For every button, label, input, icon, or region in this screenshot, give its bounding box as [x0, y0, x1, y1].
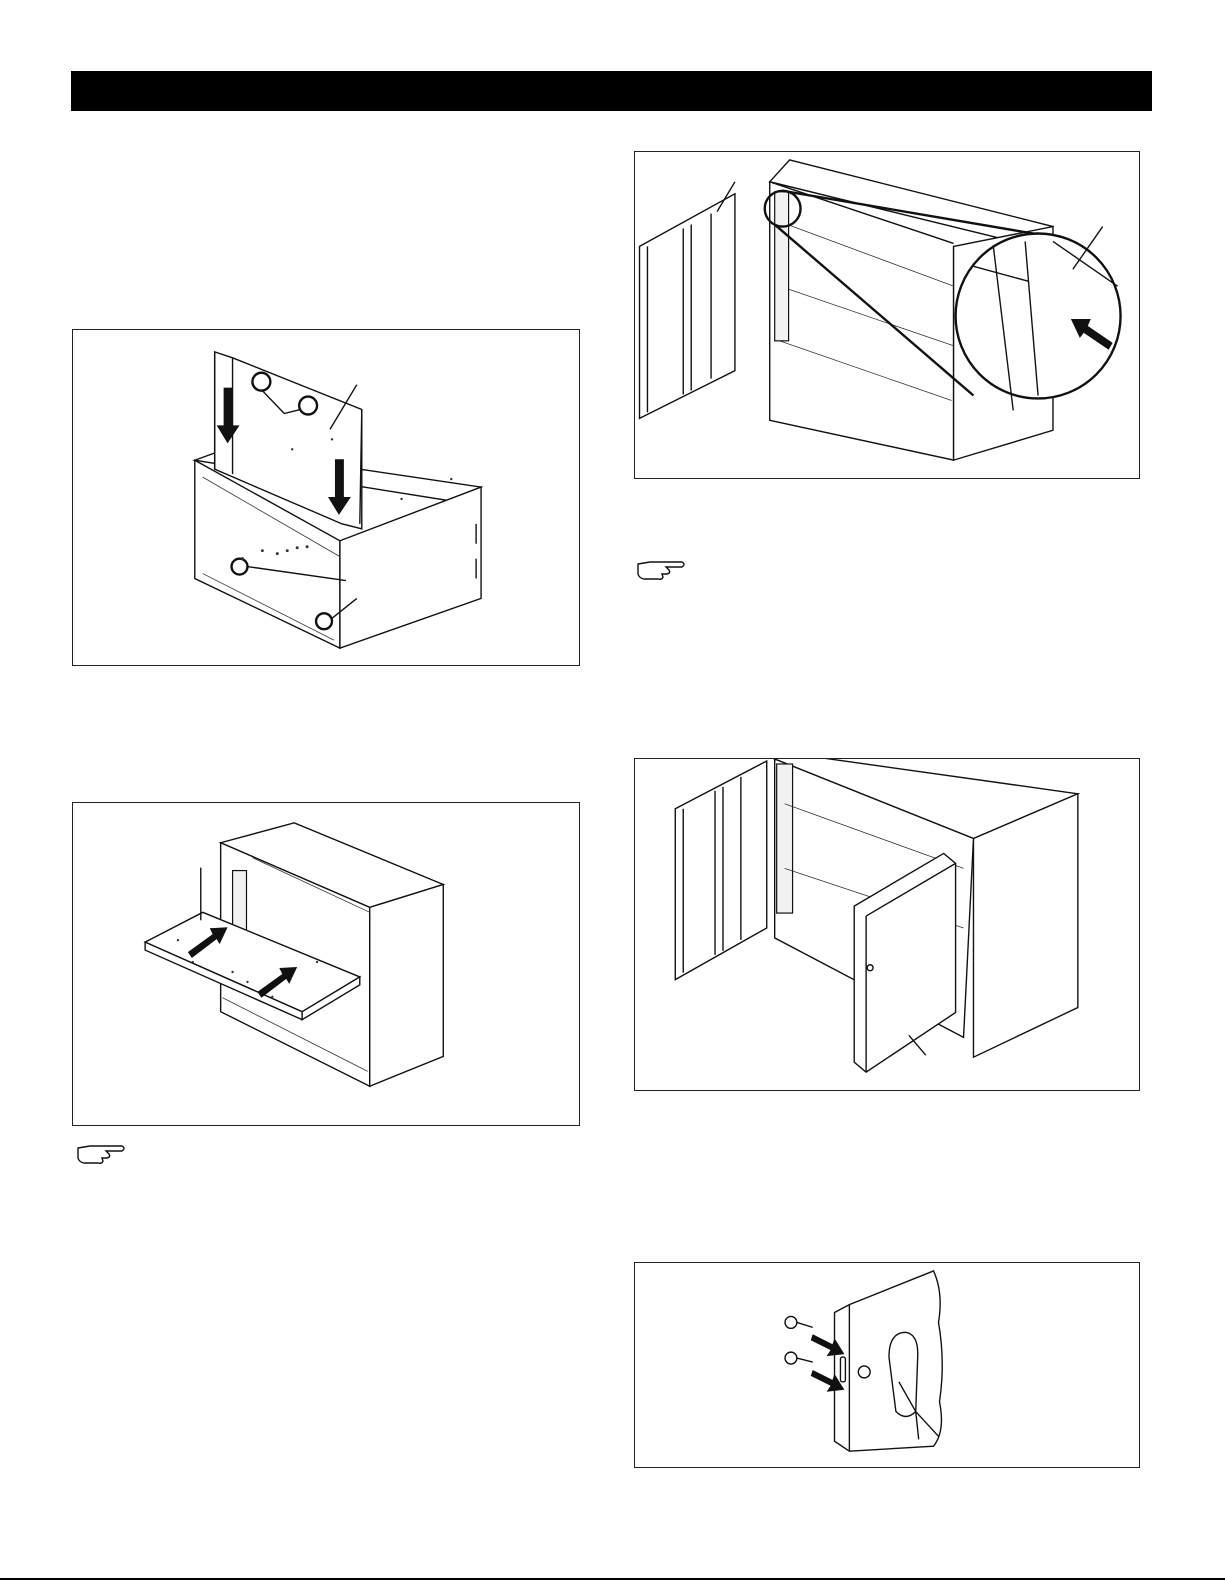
- handle-screw-illustration: [635, 1263, 1139, 1467]
- left-door-hinge-illustration: [635, 152, 1139, 478]
- figure-right-door: [634, 758, 1140, 1091]
- pointing-hand-icon: [76, 1142, 128, 1166]
- right-door-install-illustration: [635, 759, 1139, 1090]
- header-bar: [71, 71, 1152, 111]
- shelf-insert-illustration: [73, 803, 579, 1125]
- figure-shelf: [72, 802, 580, 1126]
- pointing-hand-icon: [636, 558, 688, 582]
- figure-left-door: [634, 151, 1140, 479]
- figure-handle: [634, 1262, 1140, 1468]
- figure-back-panel: [72, 329, 580, 666]
- footer-line: [0, 1578, 1225, 1580]
- back-panel-insert-illustration: [73, 330, 579, 665]
